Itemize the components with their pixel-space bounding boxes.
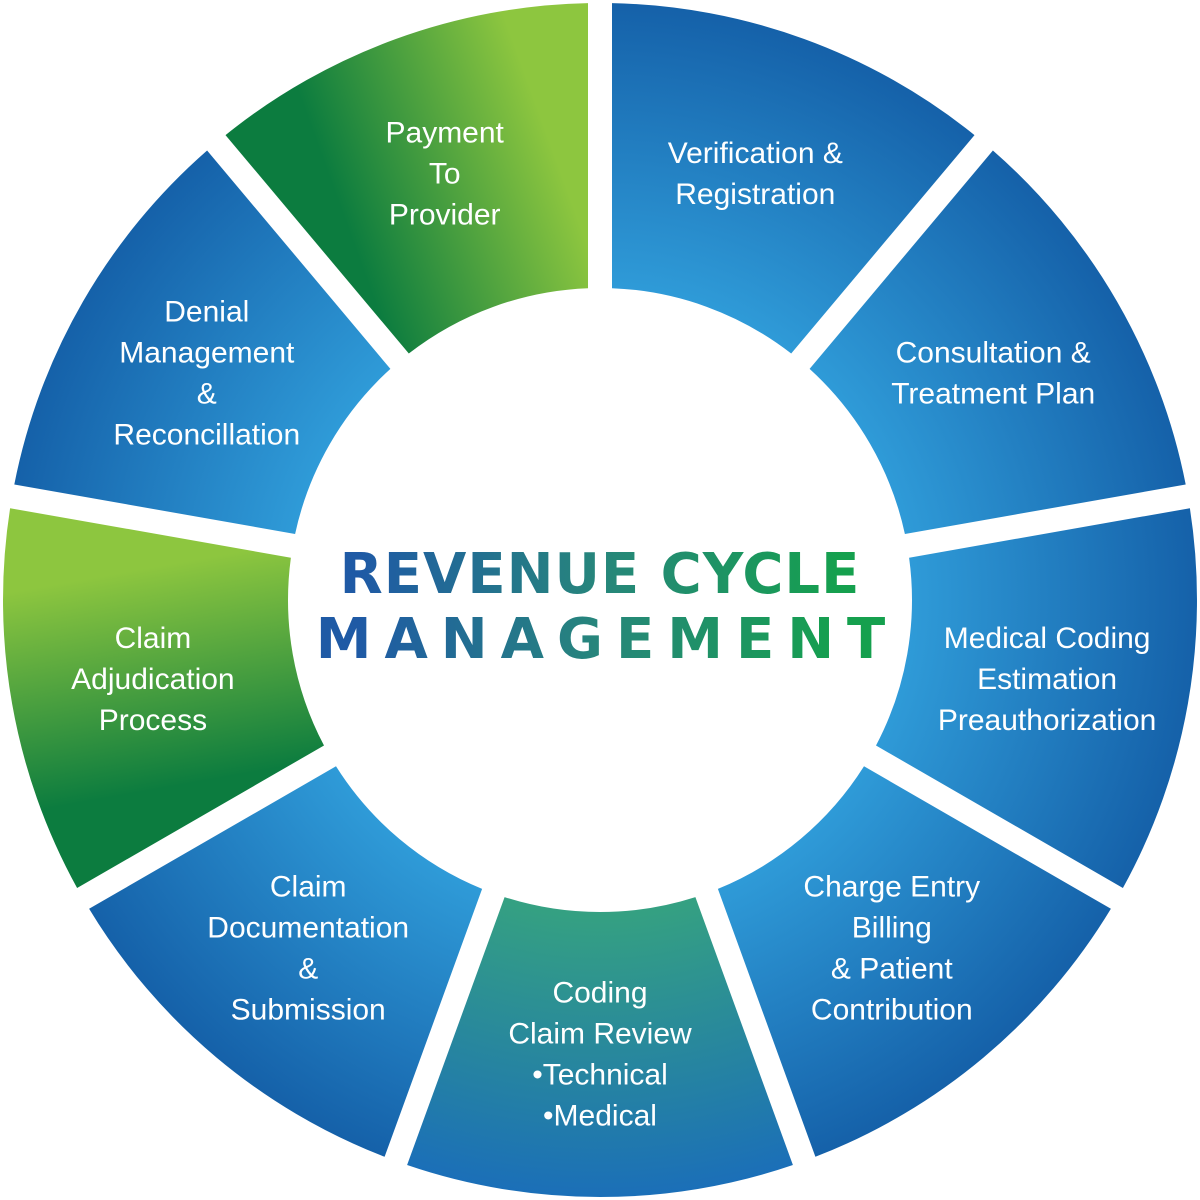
segment-label-line: &	[298, 952, 318, 985]
segment-label-line: Provider	[389, 198, 501, 231]
segment-label-line: To	[429, 157, 461, 190]
segment-label-line: Preauthorization	[938, 704, 1156, 737]
segment-label-line: Reconcillation	[113, 419, 300, 452]
segment-label-line: Claim	[115, 622, 192, 655]
segment-label-line: Management	[119, 337, 295, 370]
segment-medical-coding-estimation	[876, 508, 1197, 888]
center-title-line2: MANAGEMENT	[316, 607, 899, 672]
segment-label-line: Claim	[270, 870, 347, 903]
segment-consultation-treatment-plan	[809, 150, 1186, 534]
segment-label-line: Denial	[164, 296, 249, 329]
segment-coding-claim-review	[407, 897, 793, 1198]
segment-label-line: Adjudication	[71, 663, 234, 696]
segment-claim-documentation-submission	[89, 766, 483, 1157]
segment-label-line: Treatment Plan	[891, 378, 1095, 411]
segment-label-line: •Technical	[532, 1059, 668, 1092]
center-title: REVENUE CYCLE MANAGEMENT	[316, 542, 899, 672]
segment-label-line: Billing	[852, 911, 932, 944]
segment-label-line: Charge Entry	[803, 870, 980, 903]
segment-label-consultation-treatment-plan: Consultation & Treatment Plan	[891, 337, 1095, 411]
segment-label-verification-registration: Verification & Registration	[668, 137, 843, 211]
segment-payment-to-provider	[225, 3, 588, 354]
segment-label-line: Payment	[386, 116, 505, 149]
segment-label-line: Verification &	[668, 137, 843, 170]
segment-verification-registration	[612, 3, 975, 354]
segment-label-line: Coding	[552, 977, 647, 1010]
wheel-segments	[3, 3, 1197, 1198]
segment-label-line: Registration	[675, 178, 835, 211]
segment-label-line: Medical Coding	[944, 622, 1151, 655]
segment-label-line: •Medical	[543, 1100, 657, 1133]
segment-label-line: Contribution	[811, 993, 973, 1026]
segment-label-line: Process	[99, 704, 207, 737]
segment-label-line: &	[197, 378, 217, 411]
segment-label-line: Consultation &	[896, 337, 1091, 370]
segment-label-line: Estimation	[977, 663, 1117, 696]
segment-denial-management-reconcillation	[14, 150, 391, 534]
segment-label-line: Documentation	[207, 911, 409, 944]
segment-label-line: Submission	[231, 993, 386, 1026]
segment-charge-entry-billing	[717, 766, 1111, 1157]
segment-label-line: Claim Review	[508, 1018, 692, 1051]
segment-label-line: & Patient	[831, 952, 953, 985]
segment-claim-adjudication-process	[3, 508, 324, 888]
center-title-line1: REVENUE CYCLE	[340, 542, 861, 607]
